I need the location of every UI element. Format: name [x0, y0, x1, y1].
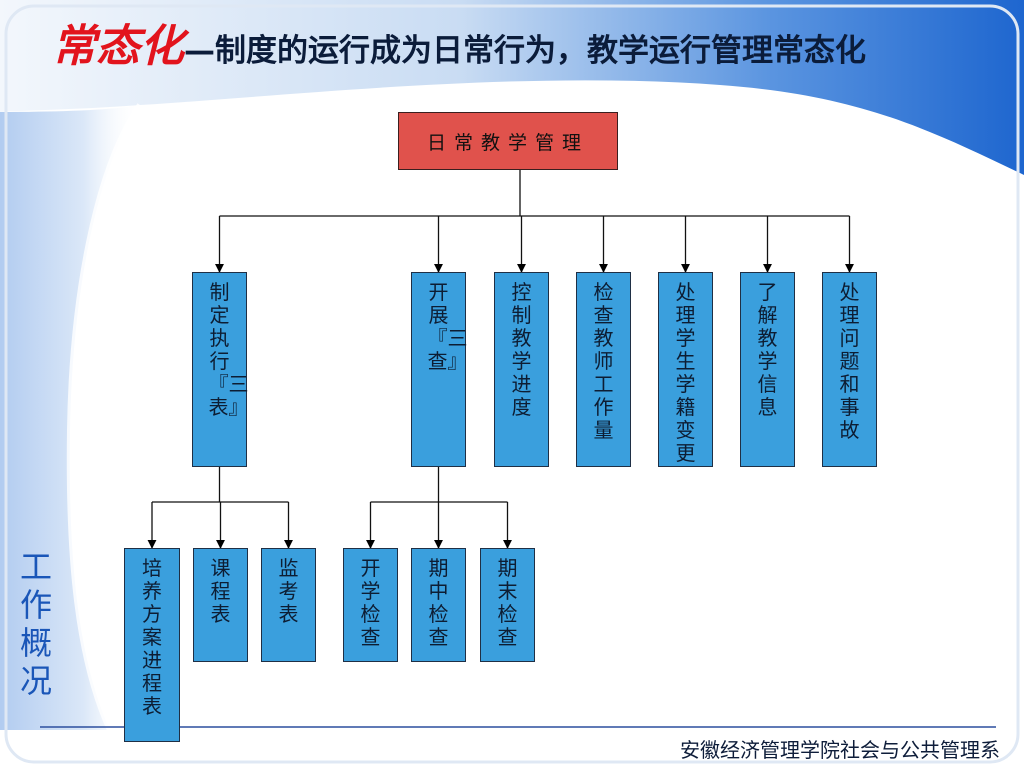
page-title: 常态化 —制度的运行成为日常行为，教学运行管理常态化 [52, 10, 866, 72]
node-m2: 课程表 [193, 548, 248, 662]
node-n4-label: 检查教师工作量 [593, 280, 614, 442]
root-node: 日常教学管理 [398, 112, 618, 170]
node-m1: 培养方案进程表 [124, 548, 180, 742]
node-n5: 处理学生学籍变更 [658, 272, 713, 467]
title-rest: —制度的运行成为日常行为，教学运行管理常态化 [184, 33, 866, 69]
node-n1-label: 制定执行『三表』 [208, 280, 249, 419]
node-m6: 期末检查 [480, 548, 535, 662]
node-m5: 期中检查 [411, 548, 466, 662]
node-n4: 检查教师工作量 [576, 272, 631, 467]
node-n7: 处理问题和事故 [822, 272, 877, 467]
node-m4-label: 开学检查 [360, 556, 381, 649]
node-n6-label: 了解教学信息 [757, 280, 778, 419]
node-m1-label: 培养方案进程表 [142, 556, 162, 718]
node-n3: 控制教学进度 [494, 272, 549, 467]
node-n1: 制定执行『三表』 [192, 272, 249, 467]
footer-text: 安徽经济管理学院社会与公共管理系 [680, 738, 1000, 762]
node-n3-label: 控制教学进度 [511, 280, 532, 419]
side-label-char: 况 [19, 662, 52, 700]
title-highlight: 常态化 [52, 21, 184, 72]
node-n6: 了解教学信息 [740, 272, 795, 467]
node-m3: 监考表 [261, 548, 316, 662]
node-m4: 开学检查 [343, 548, 398, 662]
node-n7-label: 处理问题和事故 [839, 280, 860, 442]
side-label-char: 工 [19, 548, 52, 586]
node-n5-label: 处理学生学籍变更 [675, 280, 696, 465]
node-m5-label: 期中检查 [428, 556, 449, 649]
node-m2-label: 课程表 [210, 556, 231, 626]
node-m3-label: 监考表 [278, 556, 299, 626]
node-m6-label: 期末检查 [497, 556, 518, 649]
side-label-char: 概 [19, 624, 52, 662]
side-label-char: 作 [19, 586, 52, 624]
side-label: 工作概况 [16, 548, 56, 700]
node-n2: 开展『三查』 [411, 272, 468, 467]
node-n2-label: 开展『三查』 [427, 280, 468, 373]
